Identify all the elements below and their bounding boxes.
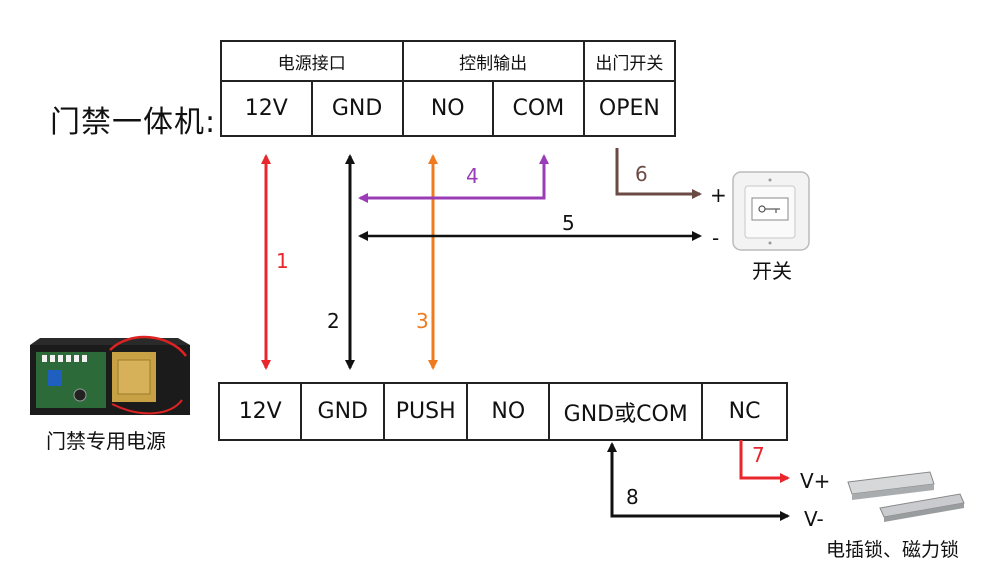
- power-supply-terminal-block: 12V GND PUSH NO GND或COM NC: [217, 382, 788, 441]
- psu-pin-gnd-or-com: GND或COM: [548, 382, 704, 441]
- lock-vplus-terminal: V+: [800, 469, 830, 493]
- wire-6-label: 6: [635, 162, 648, 186]
- switch-label: 开关: [752, 259, 792, 283]
- controller-terminal-block: 电源接口 控制输出 出门开关 12V GND NO COM OPEN: [220, 40, 677, 137]
- wire-4: 4: [358, 154, 549, 203]
- exit-switch: + - 开关: [710, 171, 810, 283]
- wire-3-label: 3: [416, 309, 429, 333]
- wire-2: 2: [327, 154, 355, 370]
- switch-minus-terminal: -: [712, 226, 719, 250]
- controller-pin-gnd: GND: [310, 80, 404, 137]
- wire-5: 5: [358, 211, 702, 241]
- controller-pin-no: NO: [401, 80, 494, 137]
- wire-7-label: 7: [752, 443, 765, 467]
- group-exit-switch: 出门开关: [582, 40, 677, 82]
- controller-pin-open: OPEN: [582, 80, 677, 137]
- wire-3: 3: [416, 154, 438, 370]
- wire-4-label: 4: [466, 164, 479, 188]
- key-icon: [758, 205, 780, 213]
- lock-label: 电插锁、磁力锁: [826, 539, 959, 561]
- psu-pin-no: NO: [466, 382, 551, 441]
- wire-5-label: 5: [562, 211, 575, 235]
- wire-8: 8: [607, 442, 790, 521]
- wire-2-label: 2: [327, 309, 340, 333]
- group-control-output: 控制输出: [401, 40, 585, 82]
- controller-pin-12v: 12V: [220, 80, 313, 137]
- psu-pin-nc: NC: [701, 382, 788, 441]
- magnetic-lock: V+ V- 电插锁、磁力锁: [800, 469, 965, 561]
- controller-pin-com: COM: [491, 80, 585, 137]
- power-supply-image: 门禁专用电源: [30, 335, 190, 453]
- wire-1-label: 1: [276, 249, 289, 273]
- wire-8-label: 8: [626, 485, 639, 509]
- psu-pin-gnd: GND: [300, 382, 386, 441]
- psu-pin-push: PUSH: [383, 382, 469, 441]
- group-power-interface: 电源接口: [220, 40, 404, 82]
- wire-7: 7: [739, 440, 790, 483]
- wire-1: 1: [261, 154, 289, 370]
- wire-6: 6: [615, 148, 702, 199]
- psu-pin-12v: 12V: [217, 382, 303, 441]
- lock-vminus-terminal: V-: [804, 507, 824, 531]
- controller-title: 门禁一体机:: [50, 105, 217, 140]
- power-supply-label: 门禁专用电源: [46, 429, 166, 453]
- switch-plus-terminal: +: [710, 183, 727, 207]
